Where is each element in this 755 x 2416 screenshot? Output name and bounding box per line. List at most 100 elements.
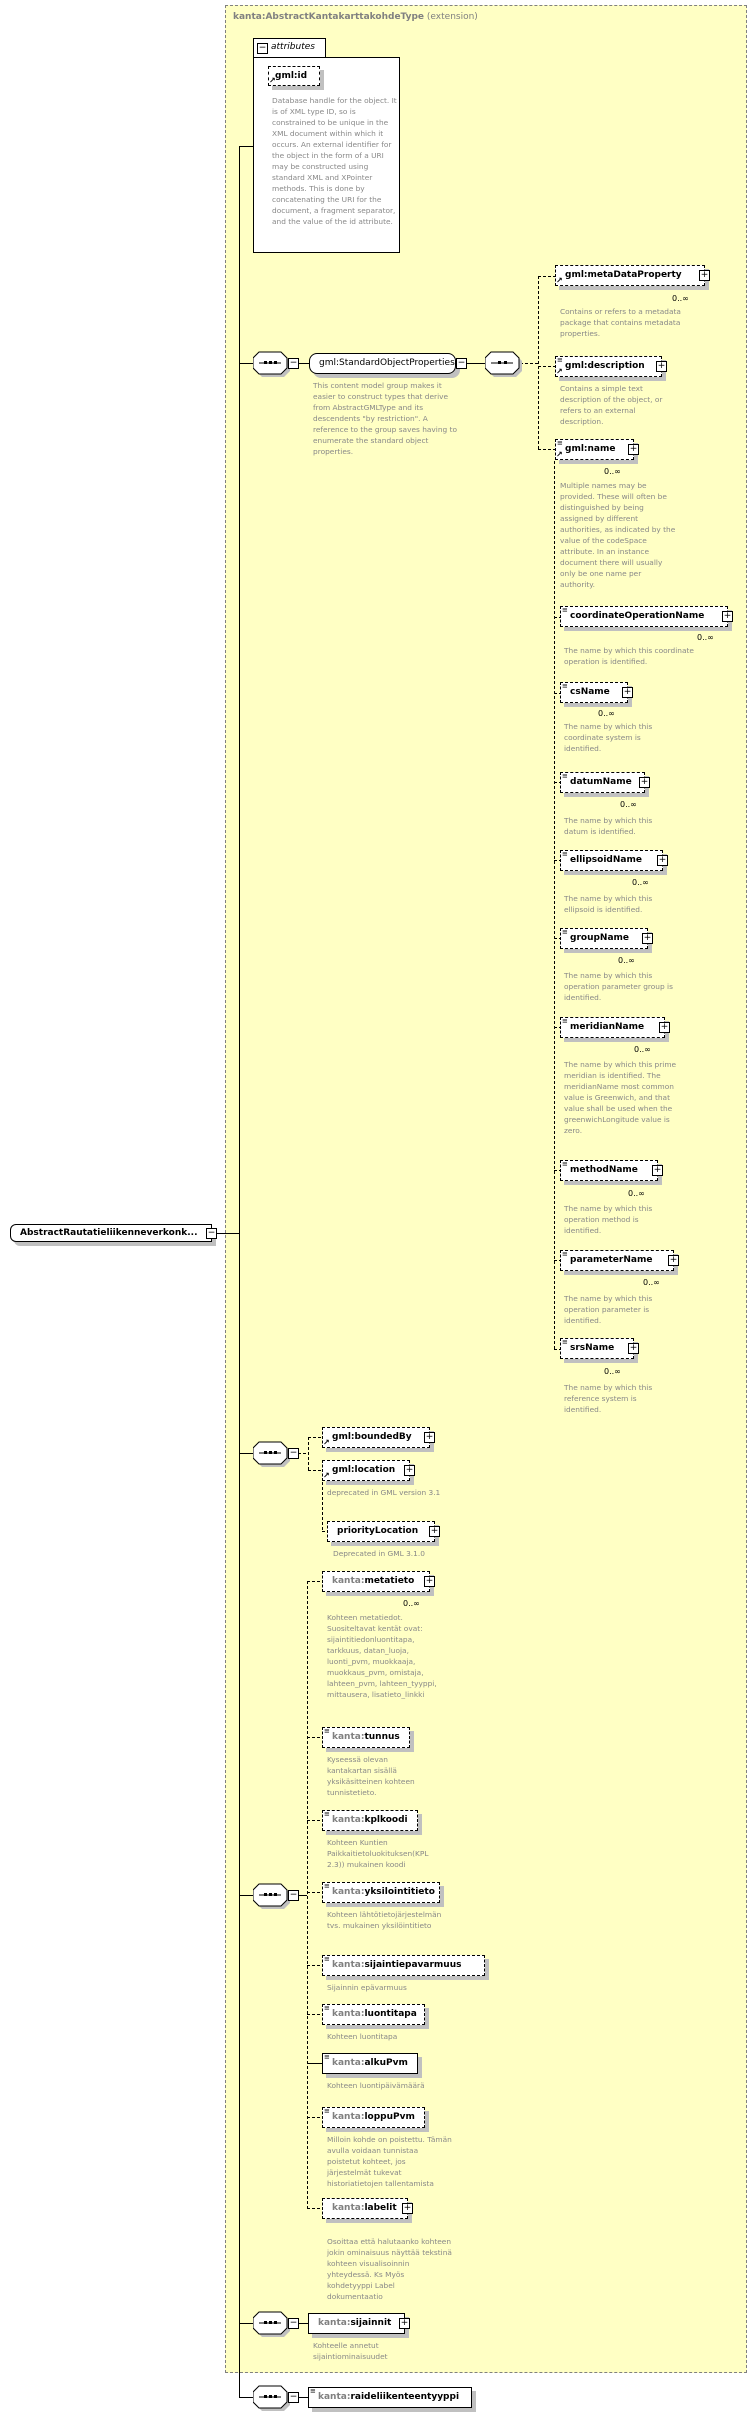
occurrence-label: 0..∞ (598, 709, 615, 718)
expand-icon[interactable]: + (628, 444, 639, 455)
element-description: deprecated in GML version 3.1 (327, 1488, 441, 1497)
element-description: Kohteen metatiedot. Suositeltavat kentät… (327, 1613, 437, 1699)
element-gml-boundedby[interactable]: ↗gml:boundedBy+ (322, 1427, 435, 1448)
expand-icon[interactable]: + (628, 1343, 639, 1354)
expand-icon[interactable]: + (639, 777, 650, 788)
expand-icon[interactable]: + (668, 1255, 679, 1266)
simple-content-icon: ≡ (324, 2107, 330, 2115)
expand-icon[interactable]: + (656, 361, 667, 372)
element-description: Sijainnin epävarmuus (327, 1983, 407, 1992)
element-prioritylocation[interactable]: priorityLocation + (327, 1521, 440, 1542)
element-kanta-yksilointitieto[interactable]: ≡kanta:yksilointitieto (322, 1882, 440, 1903)
element-gml-description[interactable]: ≡↗gml:description+ (555, 356, 667, 377)
expand-icon[interactable]: + (659, 1022, 670, 1033)
expand-icon[interactable]: + (429, 1526, 440, 1537)
element-srsname[interactable]: ≡srsName+ (560, 1338, 639, 1359)
element-kanta-kplkoodi[interactable]: ≡kanta:kplkoodi (322, 1810, 418, 1831)
attributes-tab[interactable]: − attributes (253, 38, 326, 58)
collapse-icon[interactable]: − (257, 43, 268, 54)
simple-content-icon: ≡ (324, 2004, 330, 2012)
element-name: coordinateOperationName (570, 611, 705, 621)
root-element[interactable]: AbstractRautatieliikenneverkonk... − (10, 1224, 217, 1242)
sequence-compositor-icon[interactable] (253, 1441, 293, 1467)
element-description: The name by which this operation method … (564, 1204, 653, 1235)
element-coordinateoperationname[interactable]: ≡coordinateOperationName + (560, 606, 733, 627)
element-name: csName (570, 687, 610, 697)
element-kanta-luontitapa[interactable]: ≡kanta:luontitapa (322, 2004, 425, 2025)
element-ellipsoidname[interactable]: ≡ellipsoidName+ (560, 850, 668, 871)
occurrence-label: 0..∞ (672, 294, 689, 303)
collapse-icon[interactable]: − (288, 358, 299, 369)
sequence-compositor-icon[interactable] (253, 2311, 293, 2337)
expand-icon[interactable]: + (399, 2318, 410, 2329)
element-description: Kohteen luontipäivämäärä (327, 2081, 425, 2090)
expand-icon[interactable]: + (424, 1576, 435, 1587)
collapse-icon[interactable]: − (456, 358, 467, 369)
simple-content-icon: ≡ (562, 682, 568, 690)
element-kanta-alkupvm[interactable]: ≡kanta:alkuPvm (322, 2053, 418, 2074)
element-kanta-metatieto[interactable]: kanta:metatieto+ (322, 1571, 435, 1592)
element-name: kplkoodi (364, 1815, 408, 1825)
element-kanta-raideliikenteentyyppi[interactable]: ≡kanta:raideliikenteentyyppi (308, 2387, 472, 2408)
simple-content-icon: ≡ (562, 606, 568, 614)
element-gml-name[interactable]: ≡↗gml:name+ (555, 439, 639, 460)
sequence-compositor-icon[interactable] (485, 351, 525, 377)
namespace-prefix: kanta: (332, 1887, 365, 1897)
occurrence-label: 0..∞ (643, 1278, 660, 1287)
group-standard-object-properties[interactable]: gml:StandardObjectProperties (309, 353, 456, 374)
element-description: The name by which this ellipsoid is iden… (564, 894, 653, 914)
collapse-icon[interactable]: − (288, 2392, 299, 2403)
element-gml-metadataproperty[interactable]: ↗gml:metaDataProperty+ (555, 265, 710, 286)
attribute-gml-id[interactable]: ↗gml:id (268, 66, 320, 86)
group-name: gml:StandardObjectProperties (319, 358, 455, 368)
expand-icon[interactable]: + (622, 687, 633, 698)
element-kanta-tunnus[interactable]: ≡kanta:tunnus (322, 1727, 410, 1748)
element-csname[interactable]: ≡csName + (560, 682, 633, 703)
occurrence-label: 0..∞ (620, 800, 637, 809)
sequence-compositor-icon[interactable] (253, 351, 293, 377)
occurrence-label: 0..∞ (628, 1189, 645, 1198)
type-header: kanta:AbstractKantakarttakohdeType (exte… (233, 12, 478, 22)
collapse-icon[interactable]: − (288, 1890, 299, 1901)
element-groupname[interactable]: ≡groupName+ (560, 928, 653, 949)
element-kanta-sijainnit[interactable]: kanta:sijainnit+ (308, 2313, 410, 2334)
reference-arrow-icon: ↗ (556, 450, 563, 459)
element-gml-location[interactable]: ↗gml:location+ (322, 1460, 415, 1481)
simple-content-icon: ≡ (324, 1727, 330, 1735)
expand-icon[interactable]: + (642, 933, 653, 944)
group-description: This content model group makes it easier… (313, 381, 457, 456)
expand-icon[interactable]: + (699, 270, 710, 281)
simple-content-icon: ≡ (557, 439, 563, 447)
expand-icon[interactable]: + (402, 2203, 413, 2214)
complex-type-extension-box (225, 5, 747, 2373)
element-description: The name by which this operation paramet… (564, 971, 673, 1002)
reference-arrow-icon: ↗ (323, 1438, 330, 1447)
element-name: priorityLocation (337, 1526, 419, 1536)
element-methodname[interactable]: ≡methodName+ (560, 1160, 663, 1181)
element-kanta-labelit[interactable]: kanta:labelit+ (322, 2198, 413, 2219)
element-meridianname[interactable]: ≡meridianName+ (560, 1017, 670, 1038)
simple-content-icon: ≡ (324, 1810, 330, 1818)
expand-icon[interactable]: + (722, 611, 733, 622)
element-kanta-sijaintiepavarmuus[interactable]: ≡kanta:sijaintiepavarmuus (322, 1955, 485, 1976)
element-name: groupName (570, 933, 630, 943)
collapse-icon[interactable]: − (206, 1228, 217, 1239)
element-kanta-loppupvm[interactable]: ≡kanta:loppuPvm (322, 2107, 425, 2128)
expand-icon[interactable]: + (657, 855, 668, 866)
collapse-icon[interactable]: − (288, 2318, 299, 2329)
sequence-compositor-icon[interactable] (253, 2385, 293, 2411)
namespace-prefix: kanta: (332, 2112, 365, 2122)
sequence-compositor-icon[interactable] (253, 1883, 293, 1909)
expand-icon[interactable]: + (652, 1165, 663, 1176)
simple-content-icon: ≡ (562, 1017, 568, 1025)
occurrence-label: 0..∞ (604, 467, 621, 476)
expand-icon[interactable]: + (424, 1432, 435, 1443)
element-parametername[interactable]: ≡parameterName+ (560, 1250, 679, 1271)
element-description: Kyseessä olevan kantakartan sisällä yksi… (327, 1755, 415, 1797)
element-datumname[interactable]: ≡datumName+ (560, 772, 650, 793)
expand-icon[interactable]: + (404, 1465, 415, 1476)
element-name: gml:metaDataProperty (565, 270, 682, 280)
element-description: Deprecated in GML 3.1.0 (333, 1549, 425, 1558)
collapse-icon[interactable]: − (288, 1448, 299, 1459)
